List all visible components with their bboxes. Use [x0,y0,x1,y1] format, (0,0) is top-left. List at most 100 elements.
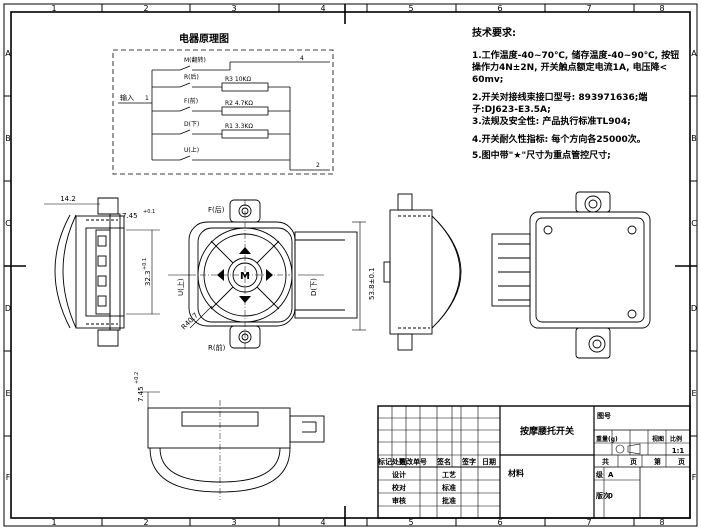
weight-label: 重量(g) [596,435,618,443]
switch-label: M(翻转) [184,56,206,64]
row-label: A [691,49,697,58]
dim-offset: 7.45 [122,212,138,220]
col-label: 4 [320,4,325,13]
circuit-diagram: 电器原理图 M(翻转) R(后) F(前) D(下) U(上) R3 10KΩ [112,32,334,175]
row-label: E [691,389,696,398]
circuit-title: 电器原理图 [179,32,229,45]
row-label: D [5,304,11,313]
role-right: 批准 [442,496,456,505]
output-bottom: 2 [316,162,320,169]
role-right: 标准 [441,483,456,492]
version-label: 版次 [596,491,610,500]
material-label: 材料 [508,468,524,478]
dim-offset-tol: +0.1 [143,209,155,215]
role-left: 设计 [392,470,406,479]
requirement-line: 4.开关耐久性指标: 每个方向各25000次。 [472,135,646,145]
row-label: C [5,219,11,228]
col-label: 8 [659,4,664,13]
rev-header: 更改单号 [399,457,427,466]
grade-label: 级 [595,470,604,479]
label-bottom: R(前) [208,343,226,352]
front-view [168,199,366,350]
requirements-title: 技术要求: [472,28,516,39]
scale-header: 比例 [670,435,682,443]
label-top: F(后) [208,205,225,214]
part-name: 按摩腰托开关 [520,425,574,437]
row-label: C [691,219,697,228]
requirement-line: 5.图中带"★"尺寸为重点管控尺寸; [472,151,611,161]
input-node: 1 [145,95,149,102]
sheet-total-label: 共 [602,457,609,466]
bottom-view [140,391,325,500]
scale-value: 1:1 [672,447,685,455]
col-label: 6 [497,4,502,13]
label-left: U(上) [176,278,185,296]
rev-header: 日期 [482,457,496,466]
requirement-line: 60mv; [472,75,504,85]
row-label: A [5,49,11,58]
resistor-label: R1 3.3KΩ [225,123,253,130]
row-label: B [5,134,11,143]
role-right: 工艺 [442,470,456,479]
rev-header: 签字 [461,457,476,466]
input-label: 输入 [120,93,134,102]
sheet-unit: 页 [630,458,637,466]
side-view-left [44,197,160,347]
role-left: 审核 [392,496,406,505]
row-label: E [5,389,10,398]
sheet-unit: 页 [678,458,685,466]
grade-value: A [608,471,614,479]
row-label: B [691,134,697,143]
scale-label: 视图 [652,435,664,443]
col-label: 5 [408,4,413,13]
rev-header: 处数 [391,457,407,466]
rev-header: 标记 [377,457,392,466]
switch-label: F(前) [184,97,198,105]
requirement-line: 2.开关对接线束接口型号: 893971636;端 [472,93,648,103]
switch-label: U(上) [184,146,199,154]
col-label: 3 [231,518,236,527]
dim-height-side-tol: +0.1 [142,258,148,270]
dim-bottom-offset-tol: +0.2 [134,372,140,384]
col-label: 5 [408,518,413,527]
requirement-line: 子:DJ623-E3.5A; [472,105,551,115]
output-top: 4 [300,55,304,62]
rear-view [491,191,651,359]
sheet-no-label: 第 [654,457,661,466]
drawing-no-label: 图号 [597,411,611,420]
version-value: 0 [608,492,613,500]
title-block [377,405,691,519]
col-label: 1 [51,518,56,527]
row-label: D [691,304,697,313]
dim-bottom-offset: 7.45 [137,386,145,402]
requirement-line: 1.工作温度-40~70℃, 储存温度-40~90℃, 按钮 [472,51,680,61]
switch-label: D(下) [184,121,199,128]
center-button-symbol: M [240,271,250,282]
col-label: 2 [143,4,148,13]
col-label: 7 [586,4,591,13]
resistor-label: R2 4.7KΩ [225,100,253,107]
switch-label: R(后) [184,73,199,81]
side-view-right [383,193,462,351]
requirements-block: 技术要求: 1.工作温度-40~70℃, 储存温度-40~90℃, 按钮 操作力… [472,28,687,162]
dim-height-front: 53.8±0.1 [368,267,376,300]
col-label: 4 [320,518,325,527]
requirement-line: 3.法规及安全性: 产品执行标准TL904; [472,117,631,127]
col-label: 3 [231,4,236,13]
col-label: 6 [497,518,502,527]
col-label: 2 [143,518,148,527]
rev-header: 签名 [436,457,451,466]
col-label: 1 [51,4,56,13]
row-label: F [6,473,11,482]
col-label: 8 [659,518,664,527]
dim-height-side: 32.3 [144,270,152,286]
role-left: 校对 [392,483,406,492]
requirement-line: 操作力4N±2N, 开关触点额定电流1A, 电压降< [472,63,668,73]
row-label: F [692,473,697,482]
resistor-label: R3 10KΩ [225,76,251,83]
col-label: 7 [586,518,591,527]
dim-width-top: 14.2 [60,195,76,203]
label-right: D(下) [310,278,318,296]
sheet-frame [3,3,698,527]
